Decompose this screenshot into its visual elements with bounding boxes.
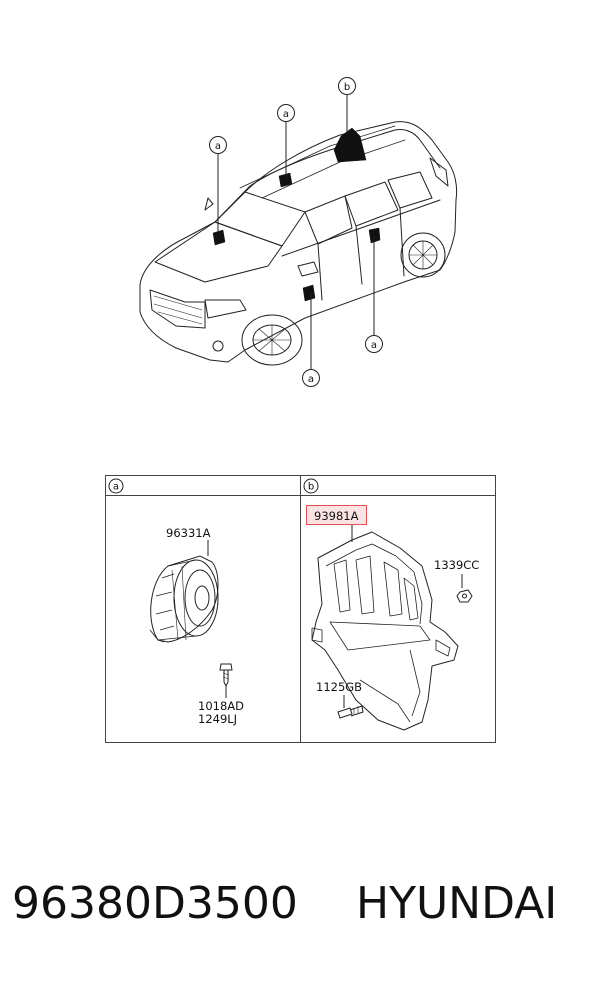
part-number: 96380D3500 xyxy=(12,878,298,929)
callout-a-rear-door: a xyxy=(365,335,383,353)
callout-a-roof: a xyxy=(277,104,295,122)
callout-a-rear-door-label: a xyxy=(371,340,377,351)
nut-part-label: 1339CC xyxy=(434,558,479,572)
callout-a-dash-label: a xyxy=(215,141,221,152)
leader-lines xyxy=(217,94,375,370)
car-antenna xyxy=(204,197,214,211)
panel-a-header: a xyxy=(108,478,124,494)
car-hood xyxy=(154,221,283,283)
callout-b-top: b xyxy=(338,77,356,95)
car-side-mirror xyxy=(297,261,319,277)
bolt-part-label: 1125GB xyxy=(316,680,362,694)
car-side-window-front xyxy=(304,195,353,245)
highlight-box xyxy=(306,505,367,525)
screw-part-label-1: 1018AD xyxy=(198,699,244,713)
callout-a-front-door: a xyxy=(302,369,320,387)
car-belt-line xyxy=(281,199,441,257)
highlighted-part-label: 93981A xyxy=(314,509,359,523)
car-side-window-rear xyxy=(344,181,399,227)
speaker-mark-front-dash xyxy=(212,229,226,246)
car-front-wheel xyxy=(241,314,303,366)
car-door-line-2 xyxy=(355,225,363,285)
car-rear-wheel xyxy=(400,232,446,278)
car-side-window-quarter xyxy=(387,171,433,209)
car-rear-lamp xyxy=(429,157,449,187)
car-roof-line xyxy=(214,129,441,223)
speaker-mark-b-enclosure xyxy=(333,127,367,163)
nut-drawing xyxy=(456,589,473,603)
screw-drawing xyxy=(219,663,233,688)
speaker-locations xyxy=(212,127,381,302)
car-illustration xyxy=(139,121,458,366)
speaker-mark-rear-door xyxy=(368,227,381,244)
car-body-outline xyxy=(139,121,458,363)
detail-panels-frame xyxy=(105,475,496,743)
footer: 96380D3500 HYUNDAI xyxy=(0,878,600,948)
screw-part-label-2: 1249LJ xyxy=(198,712,237,726)
panel-a-header-label: a xyxy=(113,482,119,493)
car-headlight xyxy=(204,299,247,319)
car-grille-slats xyxy=(153,295,203,325)
enclosure-drawing xyxy=(311,531,459,731)
callout-a-roof-label: a xyxy=(283,109,289,120)
brand-name: HYUNDAI xyxy=(356,878,558,929)
speaker-drawing xyxy=(149,555,219,643)
car-front-spokes xyxy=(252,324,292,356)
callout-a-dash: a xyxy=(209,136,227,154)
bolt-drawing xyxy=(337,705,364,719)
car-roof-rail xyxy=(239,125,396,189)
car-door-line-1 xyxy=(317,243,323,301)
car-grille xyxy=(149,289,206,329)
panel-b-header-label: b xyxy=(308,482,314,493)
car-rear-spokes xyxy=(408,240,438,270)
speaker-part-label: 96331A xyxy=(166,526,211,540)
callout-a-front-door-label: a xyxy=(308,374,314,385)
panel-b-header: b xyxy=(303,478,319,494)
speaker-mark-front-door xyxy=(302,284,316,302)
car-fog-lamp xyxy=(212,340,224,352)
callout-b-top-label: b xyxy=(344,82,350,93)
